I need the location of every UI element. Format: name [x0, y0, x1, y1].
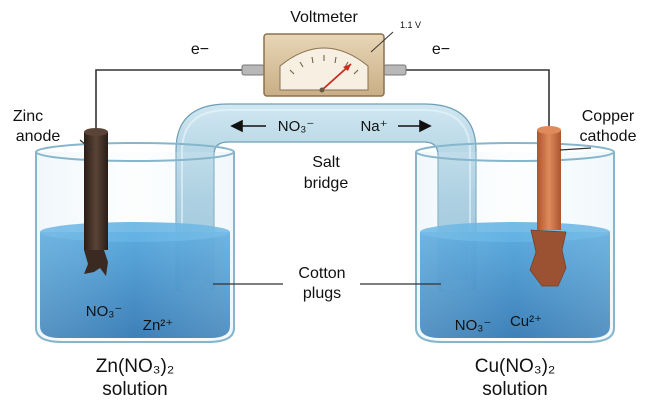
left-solution-label-line1: Zn(NO₃)₂: [96, 356, 174, 377]
anode-label-line1: Zinc: [13, 108, 43, 125]
cotton-plugs-label-line1: Cotton: [298, 265, 345, 282]
electron-label-left: e−: [191, 41, 209, 58]
copper-electrode: [537, 130, 561, 230]
cathode-label-line2: cathode: [580, 128, 637, 145]
right-ion-nitrate: NO₃⁻: [455, 317, 492, 334]
right-beaker: [415, 126, 615, 343]
anode-label-line2: anode: [16, 128, 61, 145]
reading-leader: [370, 31, 394, 53]
meter-scale: [289, 55, 359, 75]
right-ion-copper: Cu²⁺: [510, 313, 542, 330]
left-ion-nitrate: NO₃⁻: [86, 303, 123, 320]
voltmeter-reading: 1.1 V: [400, 20, 421, 30]
zinc-electrode: [84, 132, 108, 250]
right-solution-label-line2: solution: [482, 379, 548, 400]
left-solution-label-line2: solution: [102, 379, 168, 400]
left-beaker: [35, 128, 235, 343]
bridge-ion-arrows: [230, 119, 432, 133]
right-solution-label-line1: Cu(NO₃)₂: [475, 356, 556, 377]
cotton-plugs-label-line2: plugs: [303, 285, 341, 302]
salt-bridge-label-line1: Salt: [312, 154, 340, 171]
external-wire: [95, 64, 550, 150]
pointer-leaders: [79, 139, 592, 285]
electron-label-right: e−: [432, 41, 450, 58]
voltmeter-title: Voltmeter: [290, 9, 358, 26]
salt-bridge-label-line2: bridge: [304, 175, 349, 192]
left-ion-zinc: Zn²⁺: [143, 317, 173, 334]
bridge-ion-left: NO₃⁻: [278, 118, 315, 135]
voltmeter: [263, 31, 394, 97]
cathode-label-line1: Copper: [582, 108, 635, 125]
bridge-ion-right: Na⁺: [360, 118, 387, 135]
